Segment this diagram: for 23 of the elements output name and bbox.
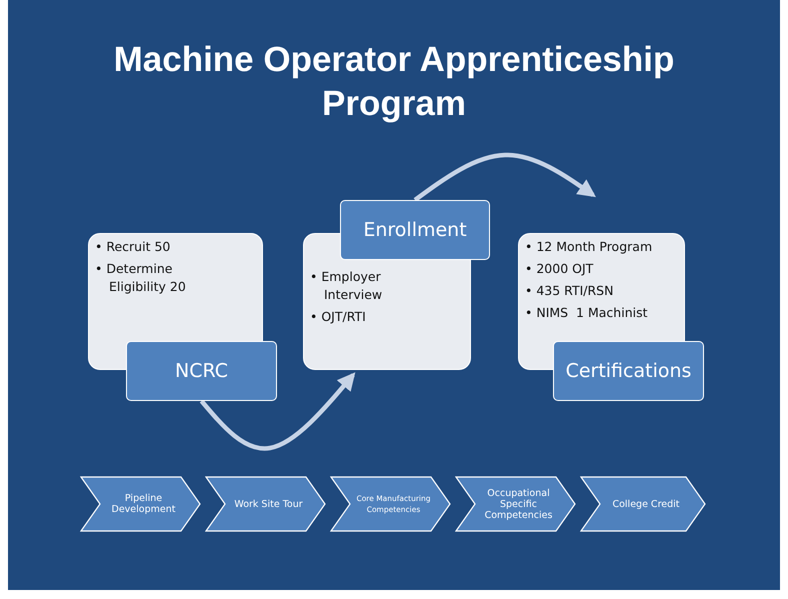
bullet-item: • NIMS 1 Machinist [525,304,648,322]
step-label: Occupational Specific Competencies [484,488,554,520]
bullet-item: • Determine Eligibility 20 [95,260,187,296]
bullet-item: • Recruit 50 [95,238,172,256]
step-label: College Credit [611,498,681,510]
bullet-item: • 2000 OJT [525,260,594,278]
bullet-item: • OJT/RTI [310,308,367,326]
process-step [455,476,576,532]
process-step [205,476,326,532]
step-label: Work Site Tour [233,498,304,510]
title: Machine Operator Apprenticeship Program [112,39,676,125]
bullet-item: • 12 Month Program [525,238,654,256]
process-step [80,476,201,532]
curved-arrow [200,372,356,451]
label-tab: Certifications [553,341,704,401]
bullet-item: • Employer Interview [310,268,384,304]
process-step [330,476,451,532]
curved-arrow [414,152,596,202]
bullet-item: • 435 RTI/RSN [525,282,614,300]
label-tab: Enrollment [340,200,490,260]
label-tab: NCRC [126,341,277,401]
step-label: Pipeline Development [110,493,176,515]
process-step [580,476,706,532]
